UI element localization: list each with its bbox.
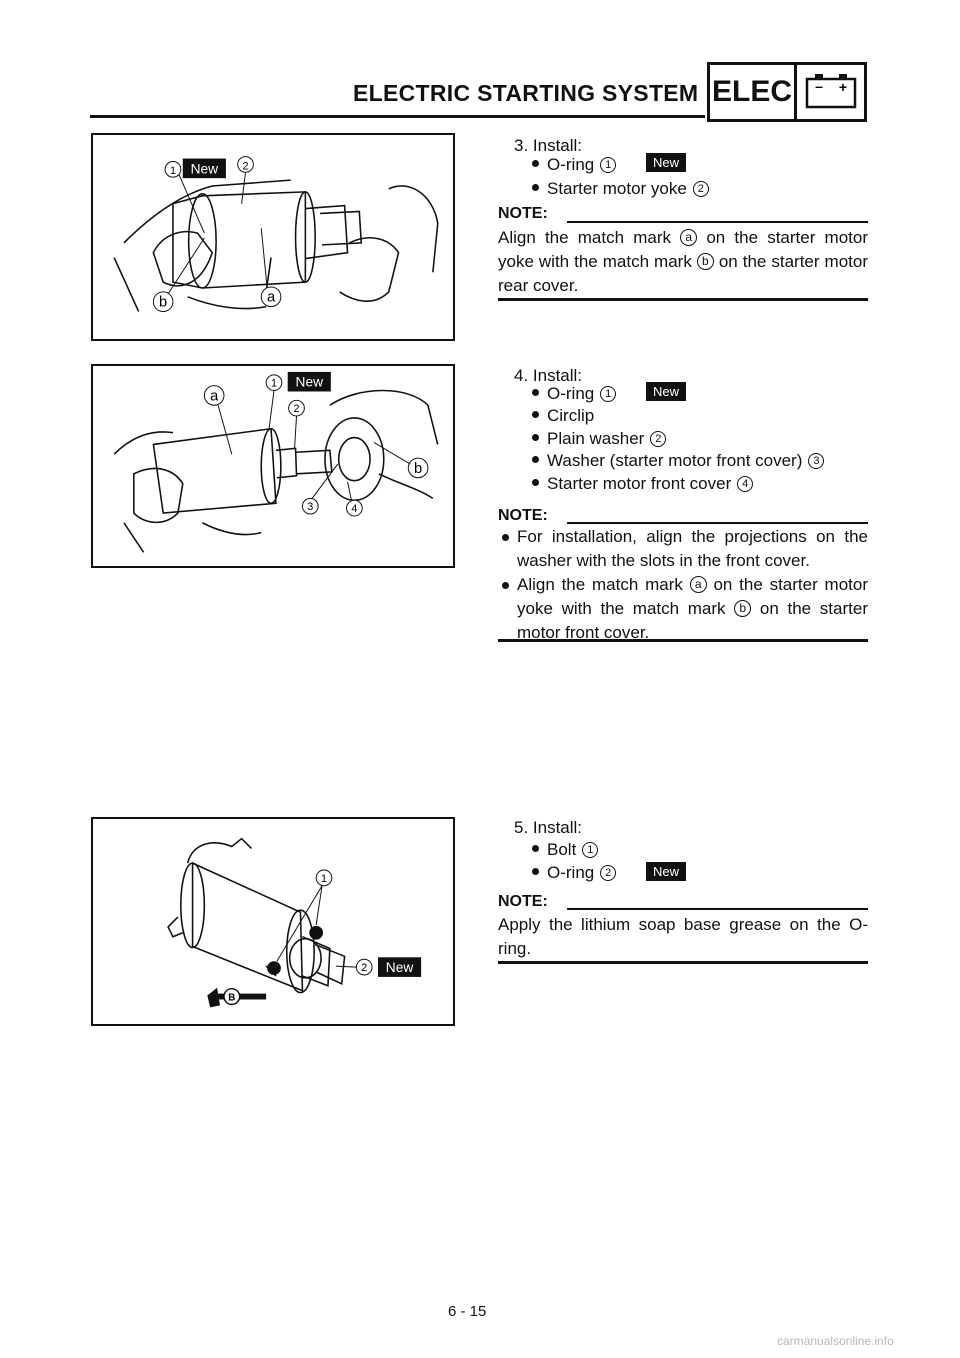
- note-label: NOTE:: [498, 205, 548, 222]
- step-3-item-oring: O-ring 1: [532, 155, 617, 175]
- note-rule: [567, 908, 868, 910]
- grease-symbol-icon: B: [207, 987, 267, 1008]
- callout-b: b: [414, 461, 422, 477]
- note-label: NOTE:: [498, 507, 548, 524]
- item-text: O-ring: [547, 155, 595, 174]
- callout-a: a: [267, 290, 276, 306]
- bullet-icon: [532, 160, 539, 168]
- match-mark-b: b: [734, 600, 752, 618]
- callout-1: 1: [271, 378, 277, 390]
- step-3-item-yoke: Starter motor yoke 2: [532, 179, 709, 199]
- new-part-badge: New: [646, 382, 686, 401]
- item-number: 1: [582, 841, 599, 858]
- page-number: 6 - 15: [448, 1303, 487, 1320]
- figure-bolt-oring-install: New 1 2 B: [91, 817, 455, 1026]
- callout-3: 3: [307, 501, 313, 513]
- note-end-rule: [498, 639, 868, 642]
- bullet-icon: [502, 582, 509, 589]
- note-text: Align the match mark a on the starter mo…: [498, 228, 868, 295]
- battery-minus-sign: –: [815, 78, 823, 94]
- new-part-badge: New: [646, 153, 686, 172]
- step-5-heading: 5. Install:: [514, 818, 583, 837]
- bullet-icon: [532, 845, 539, 853]
- new-part-badge: New: [646, 862, 686, 881]
- figure-yoke-install: New 1 2 a b: [91, 133, 455, 341]
- note-rule: [567, 522, 868, 524]
- header-rule: [90, 115, 705, 118]
- note-end-rule: [498, 298, 868, 301]
- yoke-install-illustration: New 1 2 a b: [113, 156, 439, 313]
- bullet-icon: [532, 479, 539, 487]
- new-part-badge: New: [296, 375, 324, 390]
- step-4-item-circlip: Circlip: [532, 406, 594, 426]
- callout-1: 1: [170, 165, 176, 177]
- item-number: 1: [600, 385, 617, 402]
- note-label: NOTE:: [498, 893, 548, 910]
- item-number: 2: [650, 430, 667, 447]
- callout-b: b: [159, 295, 167, 311]
- bullet-icon: [532, 434, 539, 442]
- step-3-heading: 3. Install:: [514, 136, 583, 155]
- note-bullet: For installation, align the projections …: [498, 525, 868, 573]
- item-number: 3: [808, 452, 825, 469]
- callout-2: 2: [294, 403, 300, 415]
- new-part-badge: New: [386, 960, 414, 975]
- step-4-heading: 4. Install:: [514, 366, 583, 385]
- bullet-icon: [532, 868, 539, 876]
- callout-2: 2: [361, 962, 367, 974]
- item-number: 4: [737, 475, 754, 492]
- item-number: 2: [692, 180, 709, 197]
- bullet-icon: [502, 534, 509, 541]
- grease-code: B: [228, 992, 235, 1003]
- note-text: Apply the lithium soap base grease on th…: [498, 915, 868, 958]
- item-number: 1: [600, 156, 617, 173]
- note-end-rule: [498, 961, 868, 964]
- battery-plus-sign: +: [838, 79, 846, 95]
- section-code: ELEC: [710, 65, 797, 119]
- section-title: ELECTRIC STARTING SYSTEM: [353, 80, 699, 106]
- match-mark-a: a: [680, 229, 698, 247]
- note-bullet: Align the match mark a on the starter mo…: [498, 573, 868, 645]
- section-badge: ELEC – +: [707, 62, 867, 122]
- callout-4: 4: [351, 503, 357, 515]
- battery-icon: – +: [797, 65, 864, 119]
- bullet-icon: [532, 389, 539, 397]
- note-rule: [567, 221, 868, 223]
- bullet-icon: [532, 184, 539, 192]
- watermark: carmanualsonline.info: [777, 1334, 894, 1348]
- figure-front-cover-install: New 1 2 3 4 a b: [91, 364, 455, 568]
- new-part-badge: New: [191, 161, 219, 176]
- front-cover-install-illustration: New 1 2 3 4 a b: [113, 371, 439, 553]
- step-4-item-washer: Washer (starter motor front cover)3: [532, 451, 825, 471]
- bolt-oring-illustration: New 1 2 B: [167, 837, 422, 1008]
- callout-1: 1: [321, 873, 327, 885]
- match-mark-a: a: [689, 576, 707, 594]
- item-text: Starter motor yoke: [547, 179, 687, 198]
- callout-2: 2: [243, 160, 249, 172]
- bullet-icon: [532, 456, 539, 464]
- item-number: 2: [600, 864, 617, 881]
- match-mark-b: b: [696, 253, 714, 271]
- callout-a: a: [210, 388, 219, 404]
- bullet-icon: [532, 411, 539, 419]
